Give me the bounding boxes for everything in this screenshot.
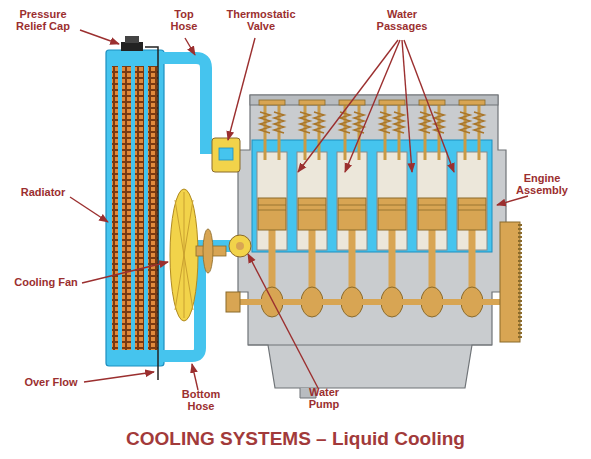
crankshaft — [500, 222, 520, 342]
engine-block — [248, 345, 492, 346]
leader-lines — [345, 40, 400, 172]
water-jacket — [252, 140, 492, 252]
water-pump — [229, 235, 251, 257]
leader-lines — [185, 38, 195, 55]
part-label: Water Passages — [366, 8, 438, 32]
thermostat — [219, 148, 233, 160]
cooling-fan — [203, 229, 213, 273]
thermostat — [212, 138, 240, 172]
leader-lines — [248, 254, 318, 388]
water-jacket — [252, 140, 492, 252]
hoses — [160, 58, 218, 148]
cooling-fan — [170, 189, 226, 321]
part-label: Radiator — [8, 186, 78, 198]
radiator — [106, 50, 164, 366]
water-pump — [229, 235, 251, 257]
part-label: Over Flow — [16, 376, 86, 388]
leader-lines — [404, 40, 454, 172]
pressure-cap — [121, 42, 143, 51]
part-label: Cooling Fan — [6, 276, 86, 288]
diagram-title: COOLING SYSTEMS – Liquid Cooling — [0, 428, 591, 450]
part-label: Top Hose — [164, 8, 204, 32]
part-label: Engine Assembly — [500, 172, 584, 196]
engine-block — [238, 95, 506, 388]
radiator — [106, 50, 164, 366]
cylinders — [257, 100, 487, 317]
part-label: Thermostatic Valve — [218, 8, 304, 32]
crankshaft — [226, 292, 240, 312]
leader-lines — [192, 364, 198, 390]
leader-lines — [497, 196, 528, 205]
crankshaft — [226, 222, 520, 342]
cooling-fan — [175, 192, 193, 318]
leader-lines — [228, 38, 255, 140]
cylinders — [257, 100, 287, 317]
leader-lines — [298, 40, 398, 172]
part-label: Water Pump — [298, 386, 350, 410]
cylinders — [297, 100, 327, 317]
overflow-pipe — [145, 47, 158, 380]
leader-lines — [80, 30, 119, 44]
thermostat — [212, 138, 240, 172]
cooling-fan — [170, 189, 198, 321]
cylinders — [337, 100, 367, 317]
leader-lines — [70, 30, 528, 390]
radiator — [112, 66, 158, 350]
leader-lines — [70, 197, 108, 222]
leader-lines — [84, 372, 154, 382]
leader-lines — [402, 40, 412, 172]
radiator — [144, 66, 148, 350]
water-pump — [236, 242, 244, 250]
overflow-pipe — [145, 47, 158, 380]
crankshaft — [240, 299, 505, 305]
radiator — [131, 66, 135, 350]
cylinders — [457, 100, 487, 317]
hoses — [160, 58, 232, 356]
leader-lines — [82, 262, 168, 283]
cylinders — [377, 100, 407, 317]
crankshaft — [518, 224, 522, 340]
pressure-cap — [121, 36, 143, 51]
cylinders — [417, 100, 447, 317]
engine-block — [238, 95, 506, 398]
part-label: Pressure Relief Cap — [6, 8, 80, 32]
part-label: Bottom Hose — [178, 388, 224, 412]
pressure-cap — [125, 36, 139, 43]
radiator — [118, 66, 122, 350]
